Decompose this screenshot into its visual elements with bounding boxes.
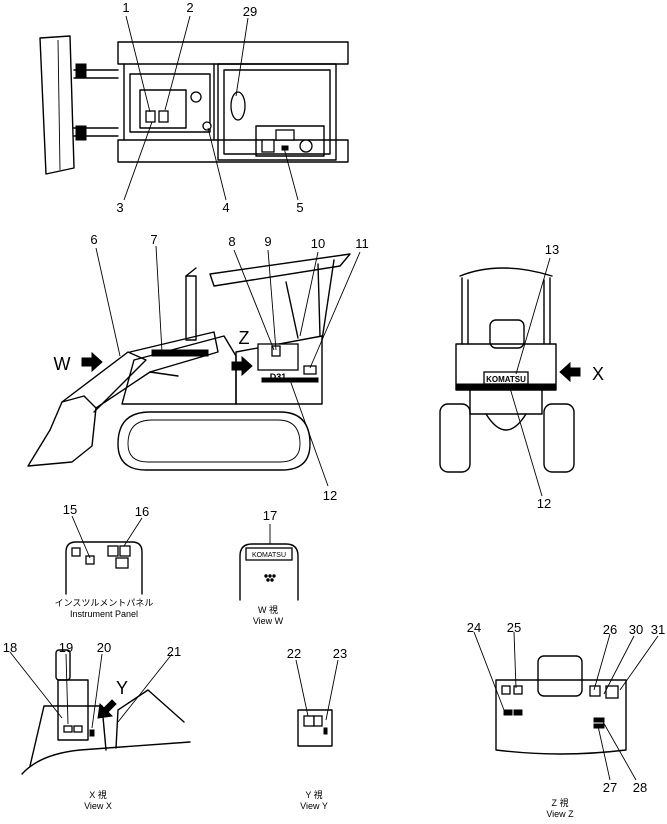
callout-6: 6 <box>90 232 97 247</box>
view-y-drawing <box>297 709 333 747</box>
callout-30: 30 <box>629 622 643 637</box>
callout-12-side: 12 <box>323 488 337 503</box>
side-view-drawing <box>27 253 351 471</box>
callout-12-rear: 12 <box>537 496 551 511</box>
callout-28: 28 <box>633 780 647 795</box>
caption-view-w-en: View W <box>253 616 284 626</box>
callout-23: 23 <box>333 646 347 661</box>
caption-view-w-jp: W 視 <box>258 604 278 615</box>
arrow-right-icon <box>231 355 253 377</box>
brand-plate-text: KOMATSU <box>252 552 286 559</box>
callout-15: 15 <box>63 502 77 517</box>
caption-view-z-jp: Z 視 <box>552 797 569 808</box>
callout-24: 24 <box>467 620 481 635</box>
view-arrows: W Z X Y <box>54 328 604 719</box>
callout-29: 29 <box>243 4 257 19</box>
captions: インスツルメントパネル Instrument Panel W 視 View W … <box>55 598 575 819</box>
arrow-down-left-icon <box>97 699 117 719</box>
callout-9: 9 <box>264 234 271 249</box>
leader-lines <box>9 15 659 781</box>
callout-31: 31 <box>651 622 665 637</box>
callout-3: 3 <box>116 200 123 215</box>
callout-25: 25 <box>507 620 521 635</box>
caption-view-y-jp: Y 視 <box>305 789 322 800</box>
callout-7: 7 <box>150 232 157 247</box>
callout-19: 19 <box>59 640 73 655</box>
caption-instrument-panel-jp: インスツルメントパネル <box>55 598 154 608</box>
arrow-left-icon <box>559 361 581 383</box>
caption-view-z-en: View Z <box>546 809 574 819</box>
model-decal-text: D31 <box>270 372 287 382</box>
caption-instrument-panel-en: Instrument Panel <box>70 609 138 619</box>
callout-1: 1 <box>122 0 129 15</box>
callout-26: 26 <box>603 622 617 637</box>
view-x-drawing <box>21 649 191 775</box>
instrument-panel-drawing <box>65 541 143 595</box>
arrow-letter-z: Z <box>239 328 250 348</box>
callout-10: 10 <box>311 236 325 251</box>
arrow-letter-x: X <box>592 364 604 384</box>
rear-brand-decal-text: KOMATSU <box>486 375 526 384</box>
callout-5: 5 <box>296 200 303 215</box>
arrow-right-icon <box>81 351 103 373</box>
callout-20: 20 <box>97 640 111 655</box>
callout-17: 17 <box>263 508 277 523</box>
top-view-drawing <box>39 35 349 175</box>
caption-view-x-en: View X <box>84 801 112 811</box>
rear-view-drawing <box>439 267 575 473</box>
view-z-drawing <box>495 655 627 755</box>
callout-2: 2 <box>186 0 193 15</box>
callout-11: 11 <box>355 236 369 251</box>
arrow-letter-y: Y <box>116 678 128 698</box>
arrow-letter-w: W <box>54 354 71 374</box>
callout-16: 16 <box>135 504 149 519</box>
callout-27: 27 <box>603 780 617 795</box>
callout-18: 18 <box>3 640 17 655</box>
callout-22: 22 <box>287 646 301 661</box>
callout-21: 21 <box>167 644 181 659</box>
caption-view-x-jp: X 視 <box>89 789 107 800</box>
callout-4: 4 <box>222 200 229 215</box>
view-w-drawing: KOMATSU <box>239 543 299 601</box>
caption-view-y-en: View Y <box>300 801 328 811</box>
callout-13: 13 <box>545 242 559 257</box>
callout-8: 8 <box>228 234 235 249</box>
callout-numbers: 1 2 3 4 5 6 7 8 9 10 11 12 12 13 15 16 1… <box>3 0 665 795</box>
